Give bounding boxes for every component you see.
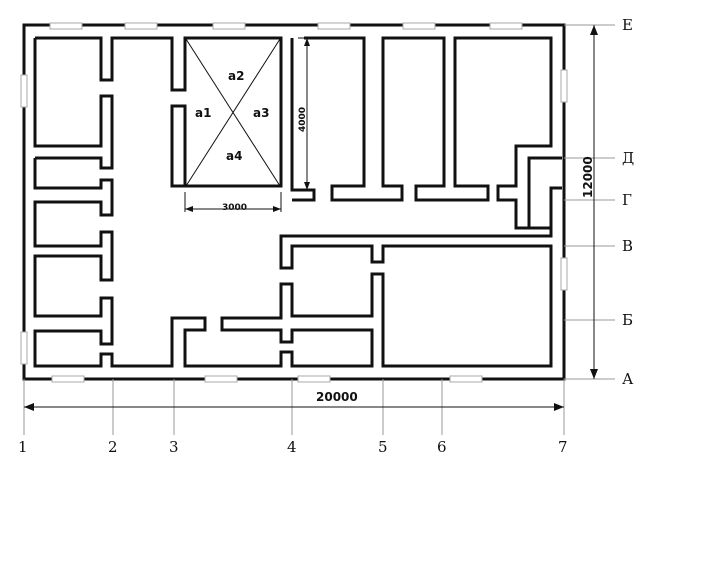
total-width-dimension <box>24 403 564 411</box>
axis-letter-D: Д <box>622 149 634 167</box>
total-width-label: 20000 <box>316 390 358 404</box>
axis-letter-V: В <box>622 237 633 255</box>
axis-number-6: 6 <box>437 438 447 456</box>
axis-lines-horizontal <box>564 24 615 380</box>
hall-height-label: 4000 <box>298 107 308 132</box>
zone-a2: a2 <box>228 69 244 83</box>
total-height-label: 12000 <box>581 156 595 198</box>
zone-a1: a1 <box>195 106 211 120</box>
axis-number-1: 1 <box>18 438 28 456</box>
axis-letter-G: Г <box>622 191 632 209</box>
axis-number-7: 7 <box>558 438 568 456</box>
hall-height-dimension <box>298 37 314 191</box>
axis-letter-B: Б <box>622 311 633 329</box>
axis-number-5: 5 <box>378 438 388 456</box>
hall-width-label: 3000 <box>222 203 247 213</box>
axis-letter-E: Е <box>622 16 633 34</box>
hall-width-dimension <box>184 192 282 212</box>
axis-number-2: 2 <box>108 438 118 456</box>
inner-walls <box>33 36 562 368</box>
windows <box>20 22 568 383</box>
zone-a3: a3 <box>253 106 269 120</box>
total-height-dimension <box>590 25 598 379</box>
zone-a4: a4 <box>226 149 242 163</box>
axis-letter-A: А <box>622 370 634 388</box>
axis-number-3: 3 <box>169 438 179 456</box>
outer-wall <box>22 23 566 381</box>
hall-cross <box>185 38 281 187</box>
axis-number-4: 4 <box>287 438 297 456</box>
